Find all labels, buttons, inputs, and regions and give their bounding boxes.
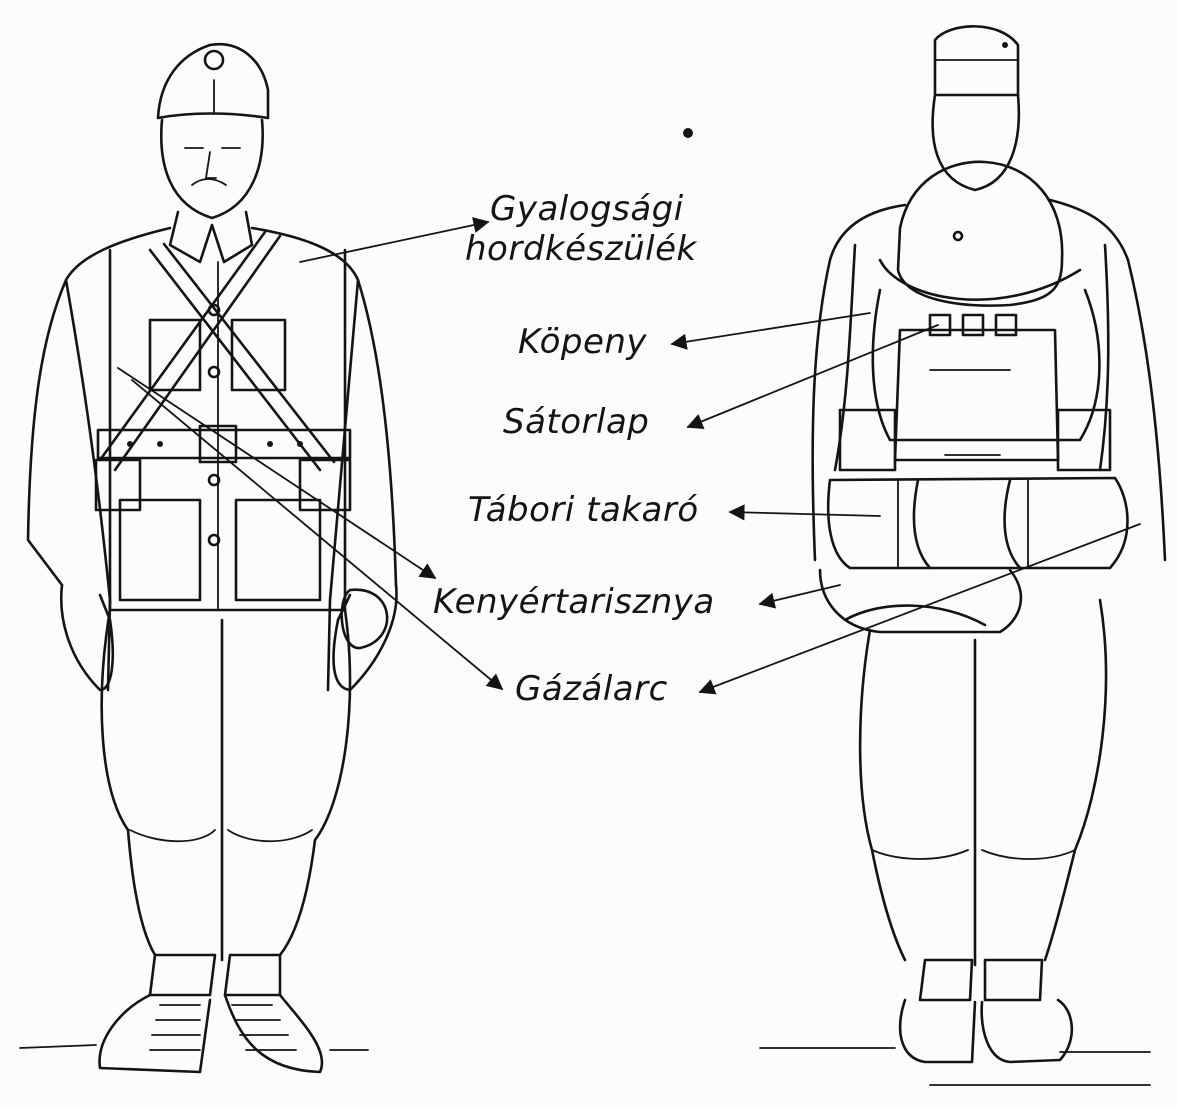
arrow-gazalarc-front [132,380,502,689]
front-soldier-figure [20,44,397,1072]
label-kenyertarisznya: Kenyértarisznya [433,585,715,619]
label-kopeny: Köpeny [518,325,647,359]
ink-spot [683,128,693,138]
label-satorlap: Sátorlap [503,405,649,439]
arrow-kopeny [672,313,870,344]
arrow-tabori-takaro [730,512,880,516]
label-tabori-takaro: Tábori takaró [468,493,699,527]
arrow-hordkeszulek [300,222,488,262]
back-soldier-figure [760,26,1165,1085]
arrow-kenyertarisznya-front [118,368,435,578]
label-gazalarc: Gázálarc [515,672,668,706]
label-hordkeszulek-line1: Gyalogsági [490,192,684,226]
label-hordkeszulek-line2: hordkészülék [465,232,697,266]
